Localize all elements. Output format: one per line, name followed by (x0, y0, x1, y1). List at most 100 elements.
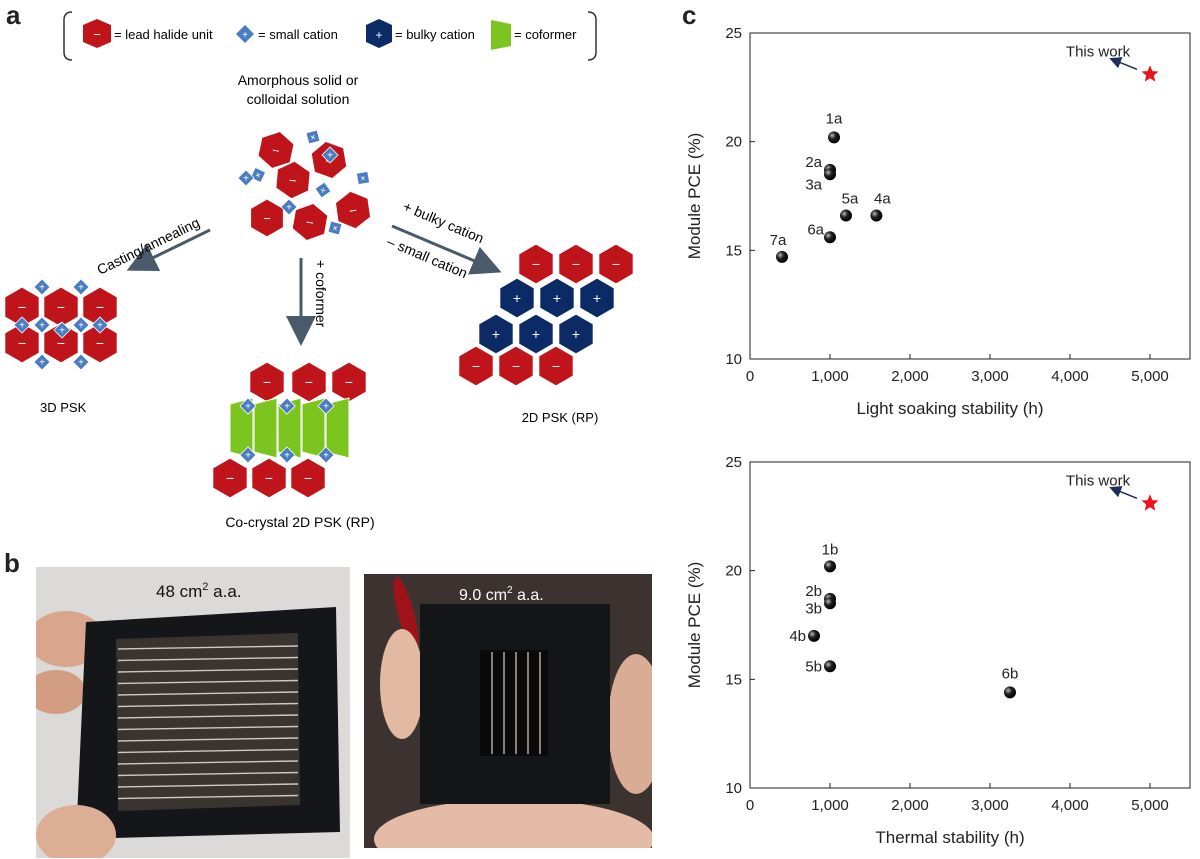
unit-sign: − (18, 335, 26, 351)
data-point-5b (824, 660, 836, 673)
x-tick-label: 0 (746, 797, 754, 814)
psk-3d-label: 3D PSK (40, 400, 87, 415)
lead-halide-unit: − (249, 361, 285, 403)
lead-halide-unit: − (291, 361, 327, 403)
plus-sign: + (375, 28, 382, 42)
lead-halide-unit: − (4, 322, 40, 364)
casting-arrow (126, 228, 211, 271)
lead-halide-unit: − (82, 322, 118, 364)
unit-sign: + (307, 132, 318, 145)
unit-sign: + (19, 321, 25, 332)
unit-sign: − (512, 358, 520, 374)
small-cation: + (321, 146, 339, 164)
y-axis-label: Module PCE (%) (685, 562, 704, 689)
casting-arrow-label: Casting/annealing (94, 214, 202, 278)
psk-3d-lattice: −−−−−−+++++++++ (4, 278, 118, 371)
scribe-line (117, 771, 299, 777)
unit-sign: − (472, 358, 480, 374)
y-tick-label: 10 (725, 351, 742, 368)
legend-coformer-label: = coformer (514, 27, 577, 42)
point-label-1a: 1a (826, 110, 843, 127)
small-cation: + (13, 316, 31, 334)
scribe-line (117, 737, 299, 742)
module-scribe-lines (117, 645, 299, 800)
unit-sign: + (245, 402, 251, 413)
x-tick-label: 1,000 (811, 368, 849, 385)
coformer-unit (253, 397, 278, 459)
unit-sign: + (78, 283, 84, 294)
lead-halide-unit: − (558, 243, 594, 285)
x-tick-label: 2,000 (891, 368, 929, 385)
this-work-arrow (1109, 57, 1138, 70)
bulky-cation-unit: + (579, 277, 615, 319)
unit-sign: − (305, 374, 313, 390)
y-tick-label: 20 (725, 563, 742, 580)
small-cation: + (72, 316, 90, 334)
legend: − = lead halide unit + = small cation + … (63, 11, 597, 61)
scribe-line (117, 760, 299, 765)
unit-sign: + (330, 223, 341, 236)
unit-sign: − (305, 214, 315, 230)
lead-halide-unit: − (43, 322, 79, 364)
y-tick-label: 15 (725, 671, 742, 688)
unit-sign: − (263, 211, 271, 226)
x-tick-label: 2,000 (891, 797, 929, 814)
unit-sign: + (593, 290, 601, 306)
lead-halide-unit: − (538, 345, 574, 387)
unit-sign: + (532, 326, 540, 342)
unit-sign: + (513, 290, 521, 306)
legend-item-small-cation: + = small cation (236, 25, 338, 43)
psk-2d-label: 2D PSK (RP) (522, 410, 599, 425)
point-label-2b: 2b (805, 583, 822, 600)
unit-sign: − (226, 470, 234, 486)
bulky-arrow-label: + bulky cation (401, 198, 486, 246)
red-fingernail (393, 577, 419, 651)
legend-bulky-cation-label: = bulky cation (395, 27, 475, 42)
small-cation: + (33, 316, 51, 334)
y-tick-label: 25 (725, 25, 742, 42)
point-label-1b: 1b (822, 541, 839, 558)
plus-sign: + (242, 30, 248, 41)
unit-sign: + (97, 321, 103, 332)
lead-halide-unit: − (275, 160, 311, 200)
small-cation: + (91, 316, 109, 334)
this-work-label: This work (1066, 43, 1131, 60)
data-point-6b (1004, 686, 1016, 699)
unit-sign: + (284, 451, 290, 462)
data-point-1a (828, 131, 840, 144)
coformer-trapezoid-icon (491, 20, 511, 50)
lead-halide-unit: − (212, 457, 248, 499)
unit-sign: + (284, 402, 290, 413)
lead-halide-unit: − (458, 345, 494, 387)
unit-sign: − (96, 299, 104, 315)
bulky-cation-arrow (391, 224, 502, 275)
small-cation: + (355, 170, 371, 185)
lead-halide-unit: − (498, 345, 534, 387)
data-point-3b (824, 597, 836, 610)
point-label-5a: 5a (842, 191, 859, 208)
lead-halide-unit: − (598, 243, 634, 285)
cocrystal-label: Co-crystal 2D PSK (RP) (225, 514, 374, 530)
unit-sign: − (57, 335, 65, 351)
data-point-4a (870, 209, 883, 222)
bulky-cation-unit: + (499, 277, 535, 319)
panel-label-b: b (4, 548, 20, 578)
point-label-3a: 3a (805, 176, 822, 193)
unit-sign: + (243, 174, 249, 185)
panel-label-c: c (682, 0, 697, 30)
unit-sign: − (532, 256, 540, 272)
scribe-line (117, 702, 299, 708)
unit-sign: + (286, 203, 292, 214)
amorphous-title-line2: colloidal solution (247, 91, 350, 107)
scribe-line (117, 691, 299, 696)
y-tick-label: 10 (725, 780, 742, 797)
unit-sign: − (18, 299, 26, 315)
point-label-2a: 2a (805, 154, 822, 171)
plot-frame (749, 32, 1191, 360)
scribe-line (117, 668, 299, 673)
amorphous-cluster: −−−−−−++++++++ (237, 129, 372, 242)
small-cation: + (239, 397, 257, 415)
x-tick-label: 5,000 (1131, 368, 1169, 385)
unit-sign: + (39, 321, 45, 332)
